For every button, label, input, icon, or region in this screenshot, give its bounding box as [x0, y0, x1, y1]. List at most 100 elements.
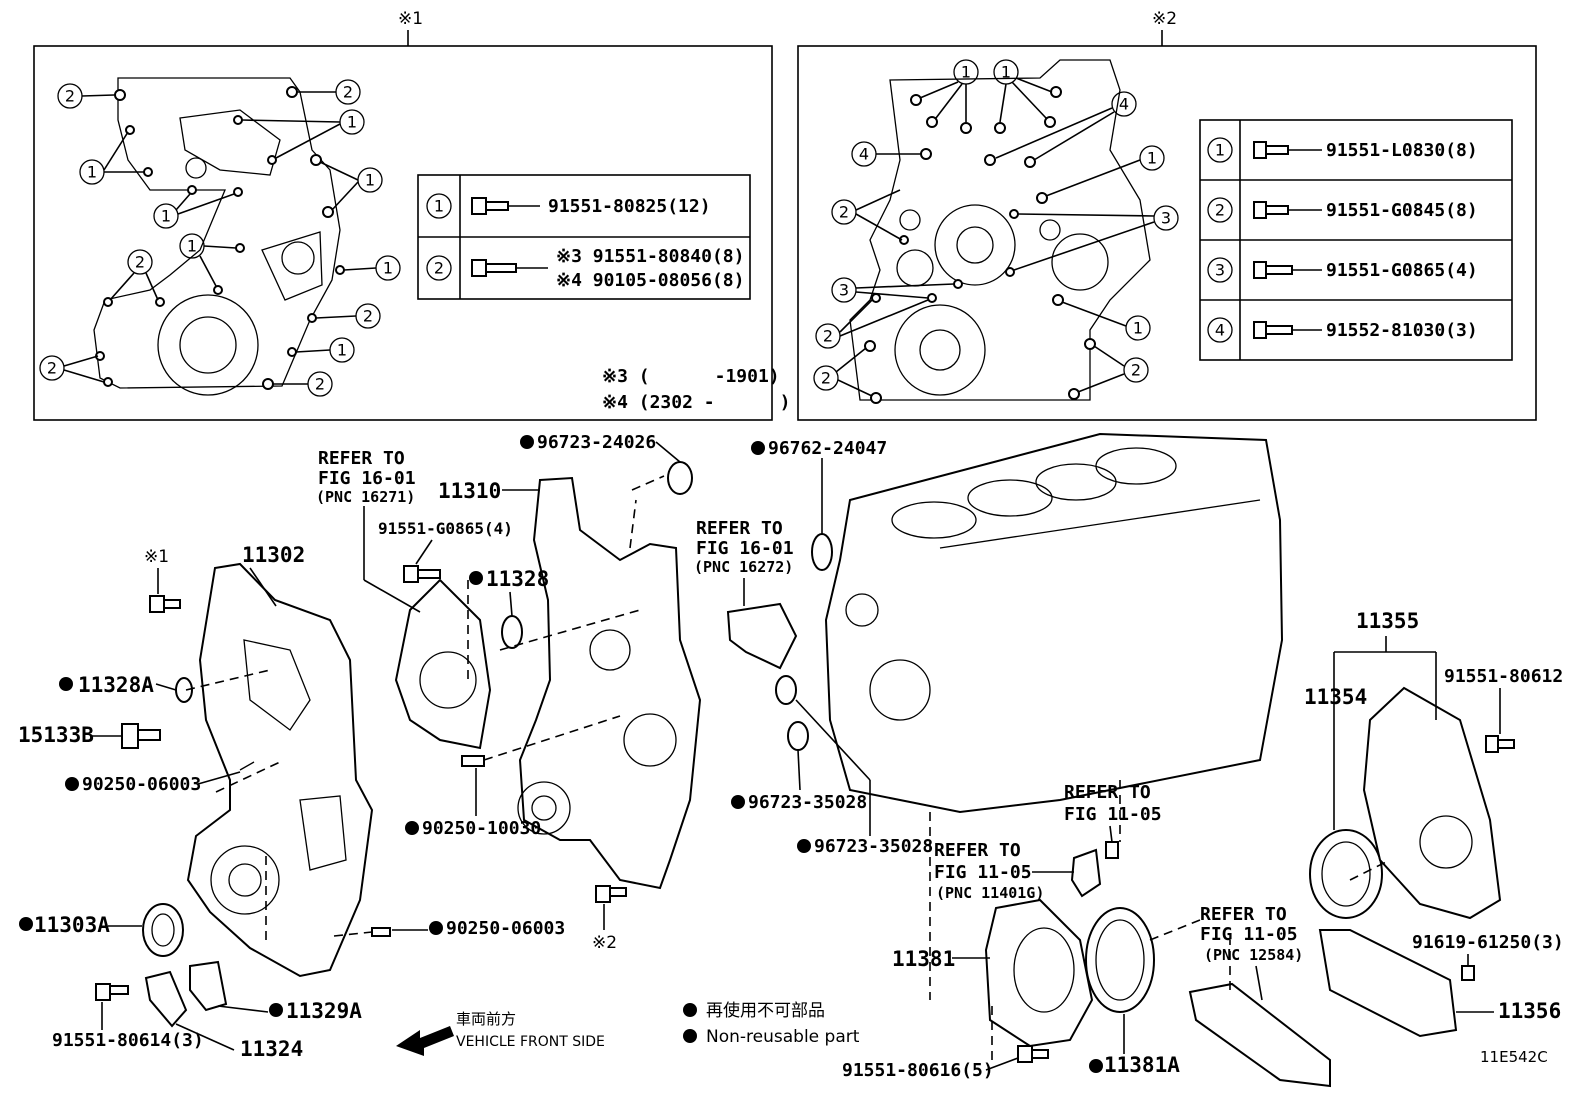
bolt-15133B	[121, 723, 161, 749]
label-11381A: 11381A	[1104, 1053, 1180, 1077]
svg-text:1: 1	[161, 207, 171, 226]
front-indicator: 車両前方 VEHICLE FRONT SIDE	[396, 1010, 605, 1056]
oring-96723-24026	[667, 461, 693, 495]
cover-11356	[1318, 929, 1458, 1038]
panel-2-mark: ※2	[1152, 9, 1177, 29]
svg-text:1: 1	[347, 113, 357, 132]
panel-2: ※2 1 1 4 4	[797, 9, 1537, 421]
gasket-16272	[726, 602, 798, 670]
table1-row1-part: 91551-80825(12)	[548, 196, 711, 217]
refer-a-1: REFER TO	[318, 448, 405, 469]
panel-1-mark: ※1	[398, 9, 423, 29]
label-90250-06003-a: 90250-06003	[82, 774, 201, 795]
refer-c-1: REFER TO	[1064, 782, 1151, 803]
note-4: ※4 (2302 - )	[602, 392, 790, 413]
pin-90250-10030	[461, 755, 485, 767]
svg-text:3: 3	[1161, 209, 1171, 228]
gasket-11324	[144, 970, 188, 1028]
label-mark-1: ※1	[144, 547, 169, 567]
timing-cover-11302	[186, 562, 374, 978]
svg-text:2: 2	[821, 369, 831, 388]
panel-1-bolts	[95, 86, 345, 390]
svg-text:1: 1	[1133, 319, 1143, 338]
label-91551-80616: 91551-80616(5)	[842, 1060, 994, 1081]
label-96723-35028-b: 96723-35028	[814, 836, 933, 857]
table2-row1-part: 91551-L0830(8)	[1326, 140, 1478, 161]
retainer-11381	[984, 898, 1094, 1048]
svg-text:1: 1	[365, 171, 375, 190]
refer-e-2: FIG 11-05	[1200, 924, 1298, 945]
arrow-left-icon	[396, 1026, 454, 1056]
label-90250-06003-b: 90250-06003	[446, 918, 565, 939]
panel-1-frame	[33, 45, 773, 421]
panel-1-table: 1 2 91551-80825(12) ※3 91551-80840(8) ※4…	[417, 174, 751, 300]
label-11329A: 11329A	[286, 999, 362, 1023]
svg-text:2: 2	[363, 307, 373, 326]
svg-text:1: 1	[383, 259, 393, 278]
refer-a-2: FIG 16-01	[318, 468, 416, 489]
svg-text:1: 1	[187, 237, 197, 256]
label-11381: 11381	[892, 947, 955, 971]
table1-row2-part-b: ※4 90105-08056(8)	[556, 270, 744, 291]
svg-text:2: 2	[315, 375, 325, 394]
oil-pan-12584	[1188, 982, 1331, 1088]
svg-text:2: 2	[47, 359, 57, 378]
legend-jp: 再使用不可部品	[706, 1000, 825, 1021]
gasket-11329A	[189, 960, 228, 1012]
svg-text:1: 1	[434, 197, 444, 216]
svg-text:2: 2	[65, 87, 75, 106]
seal-11381A	[1085, 907, 1155, 1013]
svg-text:4: 4	[859, 145, 869, 164]
refer-d-2: FIG 11-05	[934, 862, 1032, 883]
refer-b-2: FIG 16-01	[696, 538, 794, 559]
front-jp: 車両前方	[456, 1010, 516, 1028]
label-11355: 11355	[1356, 609, 1419, 633]
label-15133B: 15133B	[18, 723, 94, 747]
label-11328: 11328	[486, 567, 549, 591]
svg-text:4: 4	[1215, 321, 1225, 340]
svg-text:3: 3	[839, 281, 849, 300]
pin-90250-06003	[371, 927, 391, 937]
refer-e-1: REFER TO	[1200, 904, 1287, 925]
seal-11354	[1309, 829, 1383, 919]
note-3: ※3 ( -1901)	[602, 366, 780, 387]
svg-text:1: 1	[1001, 63, 1011, 82]
crank-sensor	[1070, 848, 1102, 898]
svg-text:1: 1	[87, 163, 97, 182]
svg-text:2: 2	[1131, 361, 1141, 380]
front-en: VEHICLE FRONT SIDE	[456, 1034, 605, 1050]
label-mark-2: ※2	[592, 933, 617, 953]
panel-2-frame	[797, 45, 1537, 421]
label-90250-10030: 90250-10030	[422, 818, 541, 839]
panel-1: ※1 2 2 1	[33, 9, 790, 421]
timing-case-11310	[517, 476, 702, 890]
svg-text:2: 2	[135, 253, 145, 272]
bolt-icon	[471, 197, 517, 277]
table2-row4-part: 91552-81030(3)	[1326, 320, 1478, 341]
svg-text:2: 2	[1215, 201, 1225, 220]
label-11310: 11310	[438, 479, 501, 503]
gasket-16271	[394, 578, 492, 750]
label-11324: 11324	[240, 1037, 303, 1061]
label-96723-35028-a: 96723-35028	[748, 792, 867, 813]
refer-e-3: (PNC 12584)	[1204, 946, 1303, 964]
svg-text:1: 1	[1215, 141, 1225, 160]
svg-text:1: 1	[1147, 149, 1157, 168]
svg-text:3: 3	[1215, 261, 1225, 280]
refer-b-3: (PNC 16272)	[694, 558, 793, 576]
washer-11328A	[175, 677, 193, 703]
label-11356: 11356	[1498, 999, 1561, 1023]
svg-text:1: 1	[961, 63, 971, 82]
label-96723-24026: 96723-24026	[537, 432, 656, 453]
label-11328A: 11328A	[78, 673, 154, 697]
dashed-guides	[185, 475, 1391, 1060]
plate-11355	[1362, 686, 1502, 920]
non-reusable-markers	[19, 435, 1103, 1073]
label-11302: 11302	[242, 543, 305, 567]
refer-a-3: (PNC 16271)	[316, 488, 415, 506]
panel-2-bolts	[864, 86, 1096, 404]
panel-1-callouts: 2 2 1 1 1 1 1 1 2 2 1 2 2	[39, 79, 401, 397]
label-11354: 11354	[1304, 685, 1367, 709]
